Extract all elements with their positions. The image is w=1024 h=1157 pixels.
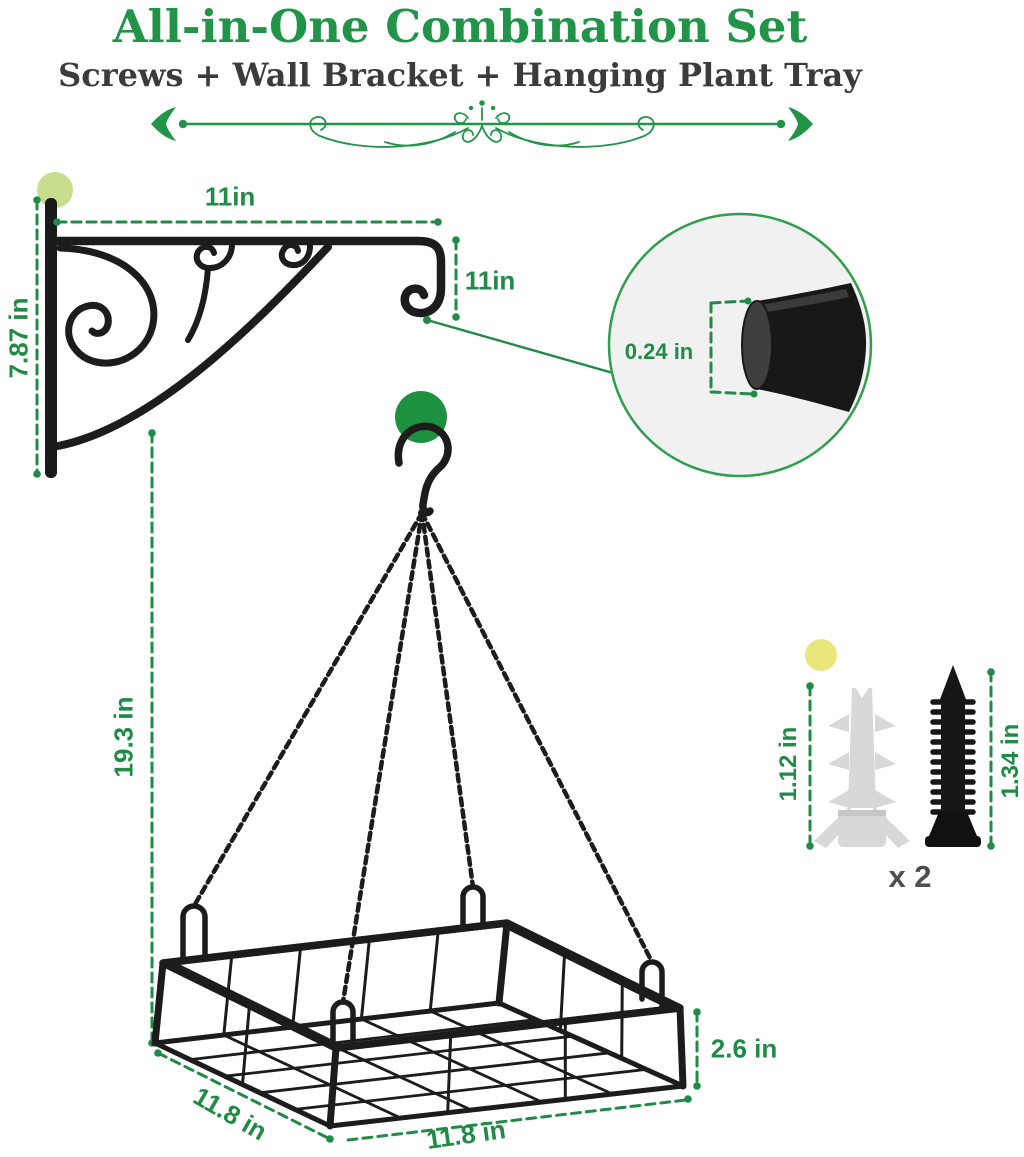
dim-basket-height: 2.6 in — [710, 1033, 778, 1064]
wall-bracket-drawing — [45, 198, 446, 478]
dim-bracket-height: 7.87 in — [3, 297, 34, 379]
yellow-dot-marker — [805, 639, 837, 671]
lightgreen-dot-marker — [37, 172, 73, 208]
dim-hook-drop: 11in — [464, 265, 516, 296]
divider-flourish — [151, 100, 813, 148]
dim-anchor-length: 1.12 in — [775, 726, 802, 802]
rod-end-drawing — [741, 283, 867, 412]
header: All-in-One Combination Set Screws + Wall… — [0, 0, 920, 91]
wall-anchor-drawing — [814, 687, 910, 848]
dimension-lines — [33, 196, 995, 1143]
hanging-tray-drawing — [151, 884, 687, 1130]
dim-bracket-width: 11in — [204, 181, 256, 212]
page-subtitle: Screws + Wall Bracket + Hanging Plant Tr… — [58, 56, 862, 94]
screw-drawing — [925, 665, 981, 847]
page-title: All-in-One Combination Set — [112, 0, 808, 53]
zoom-detail-circle — [423, 212, 873, 478]
dim-rod-diameter: 0.24 in — [624, 339, 694, 364]
hardware-quantity: x 2 — [888, 859, 932, 894]
dim-screw-length: 1.34 in — [997, 723, 1024, 799]
dim-hanging-height: 19.3 in — [108, 696, 139, 778]
hanging-chains — [191, 510, 655, 1005]
